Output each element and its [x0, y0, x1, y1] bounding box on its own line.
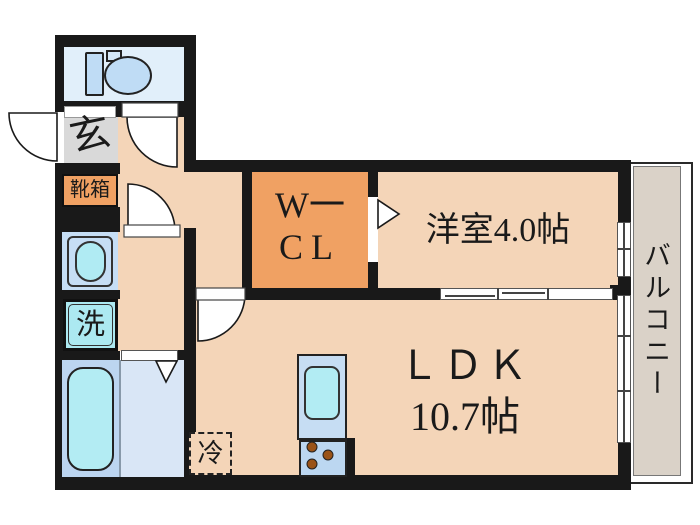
window-western-tick	[617, 248, 631, 250]
bathroom-divider	[119, 360, 121, 477]
wall-wash-divider-1	[55, 290, 120, 299]
washer-label: 洗	[75, 308, 105, 341]
wall-left-lower	[55, 163, 64, 490]
window-ldk-tick-1	[617, 335, 631, 337]
ldk-label-line1: ＬＤＫ	[399, 343, 531, 388]
sliding-door-divider-1	[497, 288, 499, 300]
wall-under-shoebox	[55, 207, 120, 232]
sliding-door-rail-2	[502, 292, 545, 294]
walk-in-closet-floor	[252, 172, 368, 288]
western-room-label: 洋室4.0帖	[425, 212, 571, 250]
entrance-label: 玄	[65, 108, 115, 161]
wall-corridor-right-lower	[184, 228, 196, 477]
window-ldk-tick-2	[617, 390, 631, 392]
ldk-floor	[196, 288, 620, 477]
window-western-sash	[623, 222, 625, 277]
wcl-entry-marker	[377, 198, 401, 230]
wcl-label-line1: W一	[275, 185, 345, 226]
wall-wcl-bottom	[242, 288, 378, 300]
refrigerator-space	[189, 432, 232, 475]
window-ldk-sash	[623, 295, 625, 443]
washer-box-inner	[68, 304, 113, 346]
bath-door	[121, 350, 178, 361]
shoe-box	[62, 174, 118, 207]
washbasin-bowl-icon	[75, 241, 106, 282]
bathroom-floor-right	[120, 360, 184, 477]
toilet-door-arc	[126, 116, 178, 168]
toilet-door-leaf	[121, 102, 179, 118]
washroom-door-leaf	[123, 224, 181, 238]
ldk-label-line2: 10.7帖	[410, 394, 520, 439]
balcony-label: バルコニー	[640, 240, 671, 401]
kitchen-sink-icon	[304, 366, 340, 420]
burner-icon-2	[322, 449, 334, 461]
wall-bathdoor-stub	[176, 350, 186, 361]
wcl-label-line2: CL	[278, 227, 341, 268]
wcl-door-gap	[368, 197, 378, 262]
genkan-step	[64, 106, 116, 118]
hall-ldk-door-leaf	[195, 287, 246, 301]
wall-kitchen-stub	[346, 438, 355, 477]
sliding-door-divider-2	[547, 288, 549, 300]
toilet-tank-icon	[85, 52, 104, 96]
entrance-door-gap	[55, 112, 64, 163]
genkan-floor	[62, 117, 118, 163]
toilet-bowl-icon	[104, 56, 152, 95]
sliding-door-rail-1	[445, 295, 495, 297]
hall-ldk-door-arc	[197, 293, 246, 342]
balcony-deck	[633, 166, 681, 476]
wall-western-ldk	[378, 288, 440, 300]
wall-top-main	[184, 160, 631, 172]
wall-wcl-left	[242, 160, 252, 298]
burner-icon-1	[306, 441, 318, 453]
burner-icon-3	[306, 458, 318, 470]
bath-entry-marker	[154, 360, 179, 384]
entrance-door-arc	[8, 112, 58, 162]
sliding-door	[440, 288, 613, 300]
wall-bottom	[55, 475, 631, 490]
western-room-floor	[378, 172, 618, 288]
wall-genkan-bottom	[55, 163, 120, 174]
wall-wash-divider-2	[55, 351, 120, 360]
shoe-box-label: 靴箱	[70, 179, 110, 201]
bathtub-icon	[67, 367, 114, 471]
wall-slide-end-stub	[610, 285, 620, 300]
refrigerator-label: 冷	[197, 438, 224, 468]
washroom-door-arc	[127, 183, 176, 232]
wall-left-upper	[55, 35, 64, 112]
